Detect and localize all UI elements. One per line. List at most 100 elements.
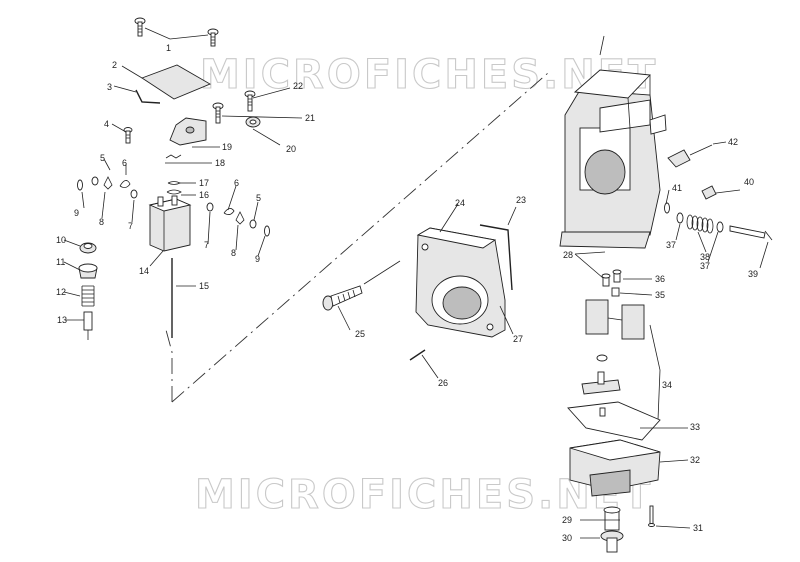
part-18-clip	[165, 154, 182, 159]
float-needle-valve	[581, 371, 621, 395]
reference-line-diagonal	[171, 72, 549, 403]
callout-28: 28	[563, 250, 573, 260]
callout-11: 11	[56, 257, 65, 267]
reference-line-top	[599, 35, 605, 56]
callout-19: 19	[222, 142, 232, 152]
part-3-gasket	[135, 89, 161, 104]
part-40-screw	[701, 185, 717, 200]
part-35-jet	[611, 287, 620, 297]
callout-22: 22	[293, 81, 303, 91]
part-24-intake-flange	[415, 227, 506, 338]
part-41-washer	[664, 202, 670, 214]
callout-33: 33	[690, 422, 700, 432]
callout-37-right: 37	[700, 261, 710, 271]
callout-15: 15	[199, 281, 209, 291]
carburetor-body	[559, 69, 667, 249]
callout-42: 42	[728, 137, 738, 147]
callout-23: 23	[516, 195, 526, 205]
callout-10: 10	[56, 235, 66, 245]
part-37-washer-right	[716, 221, 724, 233]
callout-40: 40	[744, 177, 754, 187]
part-14-throttle-slide	[148, 195, 192, 252]
part-19-bracket	[169, 117, 207, 146]
callout-5-right: 5	[256, 193, 261, 203]
part-13-plunger	[83, 311, 93, 340]
callout-24: 24	[455, 198, 465, 208]
part-32-float-bowl	[569, 439, 661, 497]
callout-13: 13	[57, 315, 67, 325]
callout-30: 30	[562, 533, 572, 543]
part-22-screw	[244, 90, 256, 112]
part-25-bolt	[322, 260, 401, 311]
callout-20: 20	[286, 144, 296, 154]
callout-12: 12	[56, 287, 66, 297]
callout-35: 35	[655, 290, 665, 300]
callout-4: 4	[104, 119, 109, 129]
part-8-clip-right	[235, 211, 245, 225]
gasket-pin	[599, 407, 606, 417]
part-26-pin	[409, 349, 426, 361]
part-34-float-assembly	[585, 299, 661, 421]
callout-7-right: 7	[204, 240, 209, 250]
callout-9: 9	[74, 208, 79, 218]
part-8-clip-left	[103, 176, 113, 190]
callout-36: 36	[655, 274, 665, 284]
callout-37: 37	[666, 240, 676, 250]
callout-26: 26	[438, 378, 448, 388]
callout-25: 25	[355, 329, 365, 339]
callout-38: 38	[700, 252, 710, 262]
callout-7: 7	[128, 221, 133, 231]
part-10-cap	[79, 242, 97, 254]
part-6-clip-left	[119, 180, 131, 188]
part-38-spring	[686, 214, 714, 234]
part-9-o-ring-right	[264, 225, 270, 237]
part-7-washer-right	[206, 202, 214, 212]
part-7-washer-left	[130, 189, 138, 199]
callout-18: 18	[215, 158, 225, 168]
callout-5: 5	[100, 153, 105, 163]
part-21-screw	[212, 102, 224, 124]
part-28-jet	[601, 273, 611, 287]
part-36-jet	[612, 269, 622, 283]
part-4-screw	[123, 127, 133, 144]
part-17-clip	[167, 181, 181, 185]
callout-16: 16	[199, 190, 209, 200]
part-23-gasket	[479, 224, 513, 291]
callout-39: 39	[748, 269, 758, 279]
part-9-o-ring-left	[77, 179, 83, 191]
callout-1: 1	[166, 43, 171, 53]
callout-3: 3	[107, 82, 112, 92]
part-31-screw	[648, 505, 655, 527]
part-2-cover-plate	[141, 64, 212, 100]
callout-32: 32	[690, 455, 700, 465]
part-11-nut	[78, 263, 98, 279]
part-5-washer-left	[91, 176, 99, 186]
callout-9-right: 9	[255, 254, 260, 264]
float-needle-clip	[596, 354, 608, 362]
callout-14: 14	[139, 266, 149, 276]
part-33-gasket	[567, 401, 661, 441]
part-30-drain-nut	[600, 530, 624, 553]
callout-2: 2	[112, 60, 117, 70]
callout-6-right: 6	[234, 178, 239, 188]
callout-8: 8	[99, 217, 104, 227]
callout-6: 6	[122, 158, 127, 168]
callout-31: 31	[693, 523, 703, 533]
part-29-drain-screw	[603, 506, 621, 531]
callout-29: 29	[562, 515, 572, 525]
reference-line-vertical	[165, 329, 173, 402]
part-42-fitting	[667, 144, 713, 168]
callout-27: 27	[513, 334, 523, 344]
callout-41: 41	[672, 183, 682, 193]
leader-lines	[63, 65, 769, 539]
part-1-screws	[134, 17, 219, 47]
part-16-clip	[166, 189, 182, 195]
callout-8-right: 8	[231, 248, 236, 258]
part-12-spring	[81, 285, 95, 307]
part-39-needle-screw	[729, 225, 773, 241]
callout-21: 21	[305, 113, 315, 123]
part-6-clip-right	[223, 208, 235, 215]
callout-labels: 1 2 3 4 5 6 7 8 9 10 11 12 13 14 15 16 1…	[56, 43, 758, 543]
callout-17: 17	[199, 178, 209, 188]
part-37-washer-left	[676, 212, 684, 224]
